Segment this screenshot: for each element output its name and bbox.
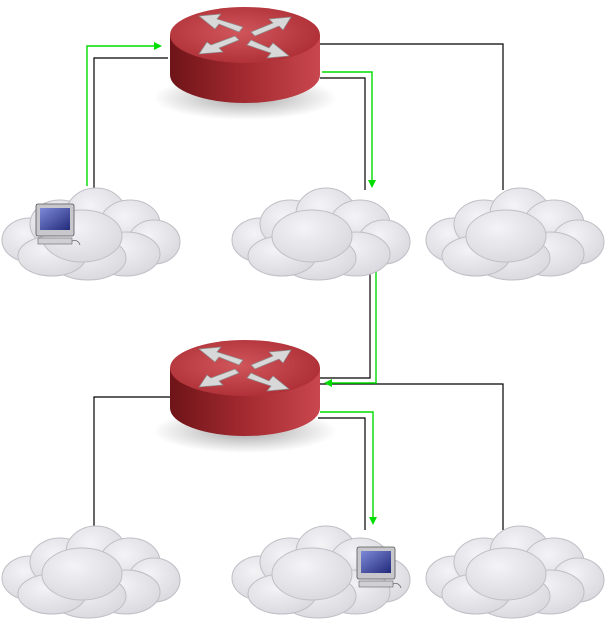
route-path bbox=[86, 42, 377, 525]
computer-top-left bbox=[35, 203, 81, 246]
cloud-icon bbox=[1, 525, 181, 619]
router-icon bbox=[153, 7, 337, 120]
cloud-top-center bbox=[231, 187, 411, 281]
network-links bbox=[93, 43, 504, 530]
router-top bbox=[153, 7, 337, 120]
route-arrow-cloud-top-center-to-router-bottom bbox=[324, 270, 377, 387]
cloud-bottom-left bbox=[1, 525, 181, 619]
link-router-bottom-to-cloud-bottom-center bbox=[318, 417, 366, 530]
cloud-top-left bbox=[1, 187, 181, 281]
route-arrow-router-top-to-cloud-top-center bbox=[322, 71, 376, 188]
cloud-icon bbox=[425, 187, 605, 281]
link-router-top-to-cloud-top-left bbox=[93, 57, 168, 190]
link-cloud-top-center-to-router-bottom bbox=[320, 270, 371, 379]
cloud-icon bbox=[1, 187, 181, 281]
router-icon bbox=[153, 340, 337, 453]
link-router-top-to-cloud-top-center bbox=[320, 77, 366, 190]
cloud-top-right bbox=[425, 187, 605, 281]
cloud-icon bbox=[231, 525, 411, 619]
link-router-bottom-to-cloud-bottom-right bbox=[318, 383, 504, 530]
cloud-bottom-center bbox=[231, 525, 411, 619]
link-router-top-to-cloud-top-right bbox=[320, 43, 504, 190]
cloud-icon bbox=[231, 187, 411, 281]
link-router-bottom-to-cloud-bottom-left bbox=[93, 396, 172, 530]
cloud-icon bbox=[425, 525, 605, 619]
computer-icon bbox=[356, 546, 402, 589]
computer-icon bbox=[35, 203, 81, 246]
route-arrow-router-bottom-to-computer bbox=[320, 411, 377, 525]
router-bottom bbox=[153, 340, 337, 453]
computer-bottom-center bbox=[356, 546, 402, 589]
cloud-bottom-right bbox=[425, 525, 605, 619]
route-arrow-computer-to-router-top bbox=[86, 42, 162, 186]
